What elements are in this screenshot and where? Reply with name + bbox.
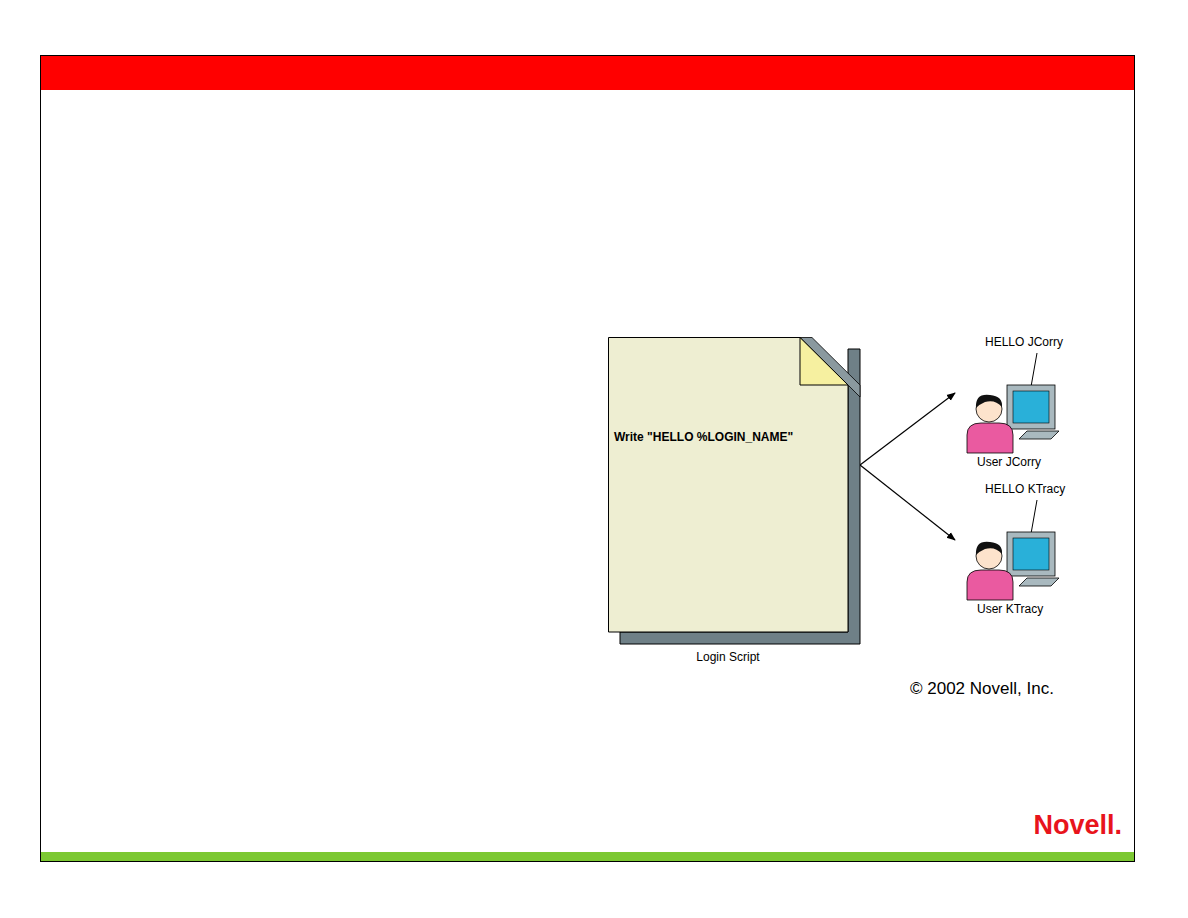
person-hair [976, 395, 1002, 408]
copyright-note: © 2002 Novell, Inc. [910, 679, 1054, 699]
connector-arrow [860, 465, 955, 540]
script-command: Write "HELLO %LOGIN_NAME" [614, 430, 793, 444]
monitor-case [1007, 385, 1055, 429]
monitor-screen [1013, 538, 1049, 570]
slide-border [41, 56, 1135, 862]
fold-shadow [800, 338, 860, 398]
person-body [967, 423, 1013, 453]
document-shape [608, 337, 864, 672]
dog-ear [800, 338, 848, 386]
user-icon [955, 482, 1095, 622]
page [609, 338, 849, 633]
keyboard [1019, 431, 1059, 439]
monitor-case [1007, 532, 1055, 576]
user-icon [955, 335, 1095, 475]
screen-message: HELLO KTracy [985, 482, 1065, 496]
person-hair [976, 542, 1002, 555]
connector-arrow [860, 393, 955, 465]
screen-message: HELLO JCorry [985, 335, 1063, 349]
keyboard [1019, 578, 1059, 586]
user-name: User KTracy [977, 602, 1043, 616]
document-caption: Login Script [608, 650, 848, 664]
user-name: User JCorry [977, 455, 1041, 469]
user-workstation: HELLO JCorryUser JCorry [955, 335, 1095, 475]
person-body [967, 570, 1013, 600]
title-bar [41, 56, 1134, 90]
monitor-screen [1013, 391, 1049, 423]
brand-logo: Novell. [1033, 810, 1122, 841]
login-script-document: Write "HELLO %LOGIN_NAME" Login Script [608, 337, 864, 672]
user-workstation: HELLO KTracyUser KTracy [955, 482, 1095, 622]
footer-bar [41, 852, 1134, 861]
